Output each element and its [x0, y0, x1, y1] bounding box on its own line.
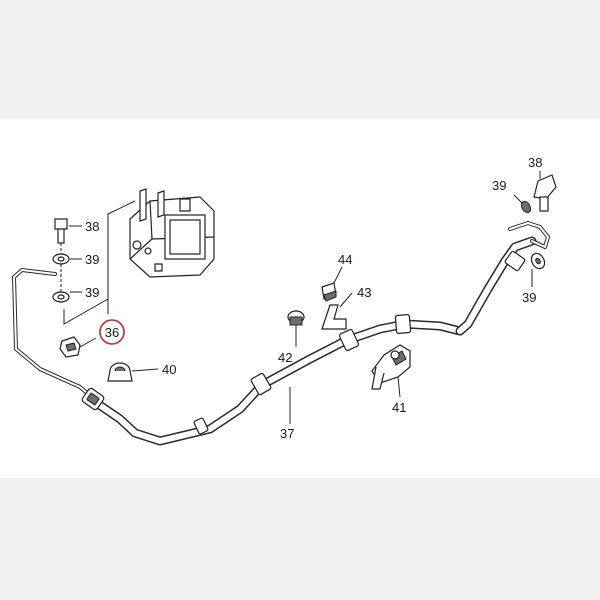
callout-36-highlight-ring	[99, 319, 125, 345]
leader-44	[333, 266, 343, 284]
washer-39-upper-right	[520, 200, 532, 214]
parts-diagram: 38 39 39 36 40 44 43 42 37 41 38 39 39	[12, 155, 557, 446]
callout-43: 43	[357, 285, 371, 300]
bolt-38-right	[533, 174, 557, 212]
callout-38-right: 38	[528, 155, 542, 170]
abs-bracket-line	[63, 200, 136, 325]
leader-36	[79, 337, 97, 348]
brake-pipe-left	[12, 268, 102, 406]
callout-40: 40	[162, 362, 176, 377]
brake-hose-37	[81, 313, 465, 446]
callout-41: 41	[392, 400, 406, 415]
brake-pipe-right	[508, 221, 550, 249]
callout-39-lower-left: 39	[85, 285, 99, 300]
washer-39-upper	[52, 253, 70, 265]
leader-43	[339, 292, 353, 308]
callout-42: 42	[278, 350, 292, 365]
leader-40	[131, 368, 159, 372]
callout-39-lower-right: 39	[522, 290, 536, 305]
callout-38-left: 38	[85, 219, 99, 234]
bolt-38-left	[54, 218, 68, 244]
leader-41	[397, 376, 401, 398]
washer-39-lower-right	[530, 252, 546, 270]
parts-diagram-canvas: 38 39 39 36 40 44 43 42 37 41 38 39 39	[0, 119, 600, 478]
washer-39-lower	[52, 291, 70, 303]
callout-37: 37	[280, 426, 294, 441]
callout-44: 44	[338, 252, 352, 267]
clamp-41	[371, 344, 411, 390]
clip-44	[321, 282, 337, 302]
clip-36	[59, 336, 81, 358]
abs-unit	[129, 188, 215, 278]
leader-39c	[513, 194, 523, 204]
bracket-43	[321, 304, 347, 330]
clip-40	[107, 362, 133, 382]
bolt-42	[287, 310, 305, 326]
callout-39-upper-left: 39	[85, 252, 99, 267]
callout-39-upper-right: 39	[492, 178, 506, 193]
callout-36: 36	[105, 325, 119, 340]
brake-hose-right	[455, 236, 537, 336]
